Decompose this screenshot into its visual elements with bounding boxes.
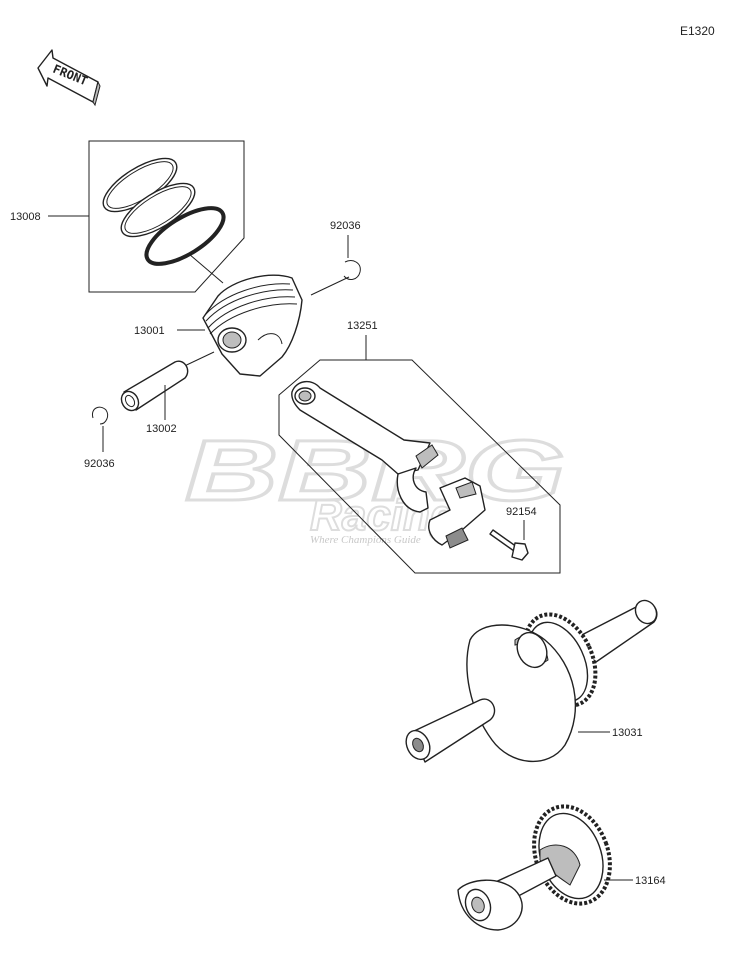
label-13001: 13001 <box>134 325 165 337</box>
label-92036-upper: 92036 <box>330 220 361 232</box>
label-13008: 13008 <box>10 211 41 223</box>
piston-rings-group: 13008 <box>10 140 245 293</box>
label-92154: 92154 <box>506 506 537 518</box>
diagram-code: E1320 <box>680 24 715 38</box>
svg-text:Where Champions Guide: Where Champions Guide <box>310 534 421 546</box>
piston: 13001 <box>134 274 303 377</box>
connecting-rod-group: 13251 92154 <box>278 320 561 574</box>
label-92036-lower: 92036 <box>84 458 115 470</box>
label-13251: 13251 <box>347 320 378 332</box>
piston-pin: 13002 <box>120 360 189 435</box>
snap-ring-upper: 92036 <box>310 220 361 296</box>
front-arrow-icon: FRONT <box>37 49 101 107</box>
label-13164: 13164 <box>635 875 666 887</box>
label-13002: 13002 <box>146 423 177 435</box>
crankshaft: 13031 <box>405 599 658 763</box>
snap-ring-lower: 92036 <box>84 406 115 470</box>
balancer-shaft: 13164 <box>457 804 666 931</box>
label-13031: 13031 <box>612 727 643 739</box>
